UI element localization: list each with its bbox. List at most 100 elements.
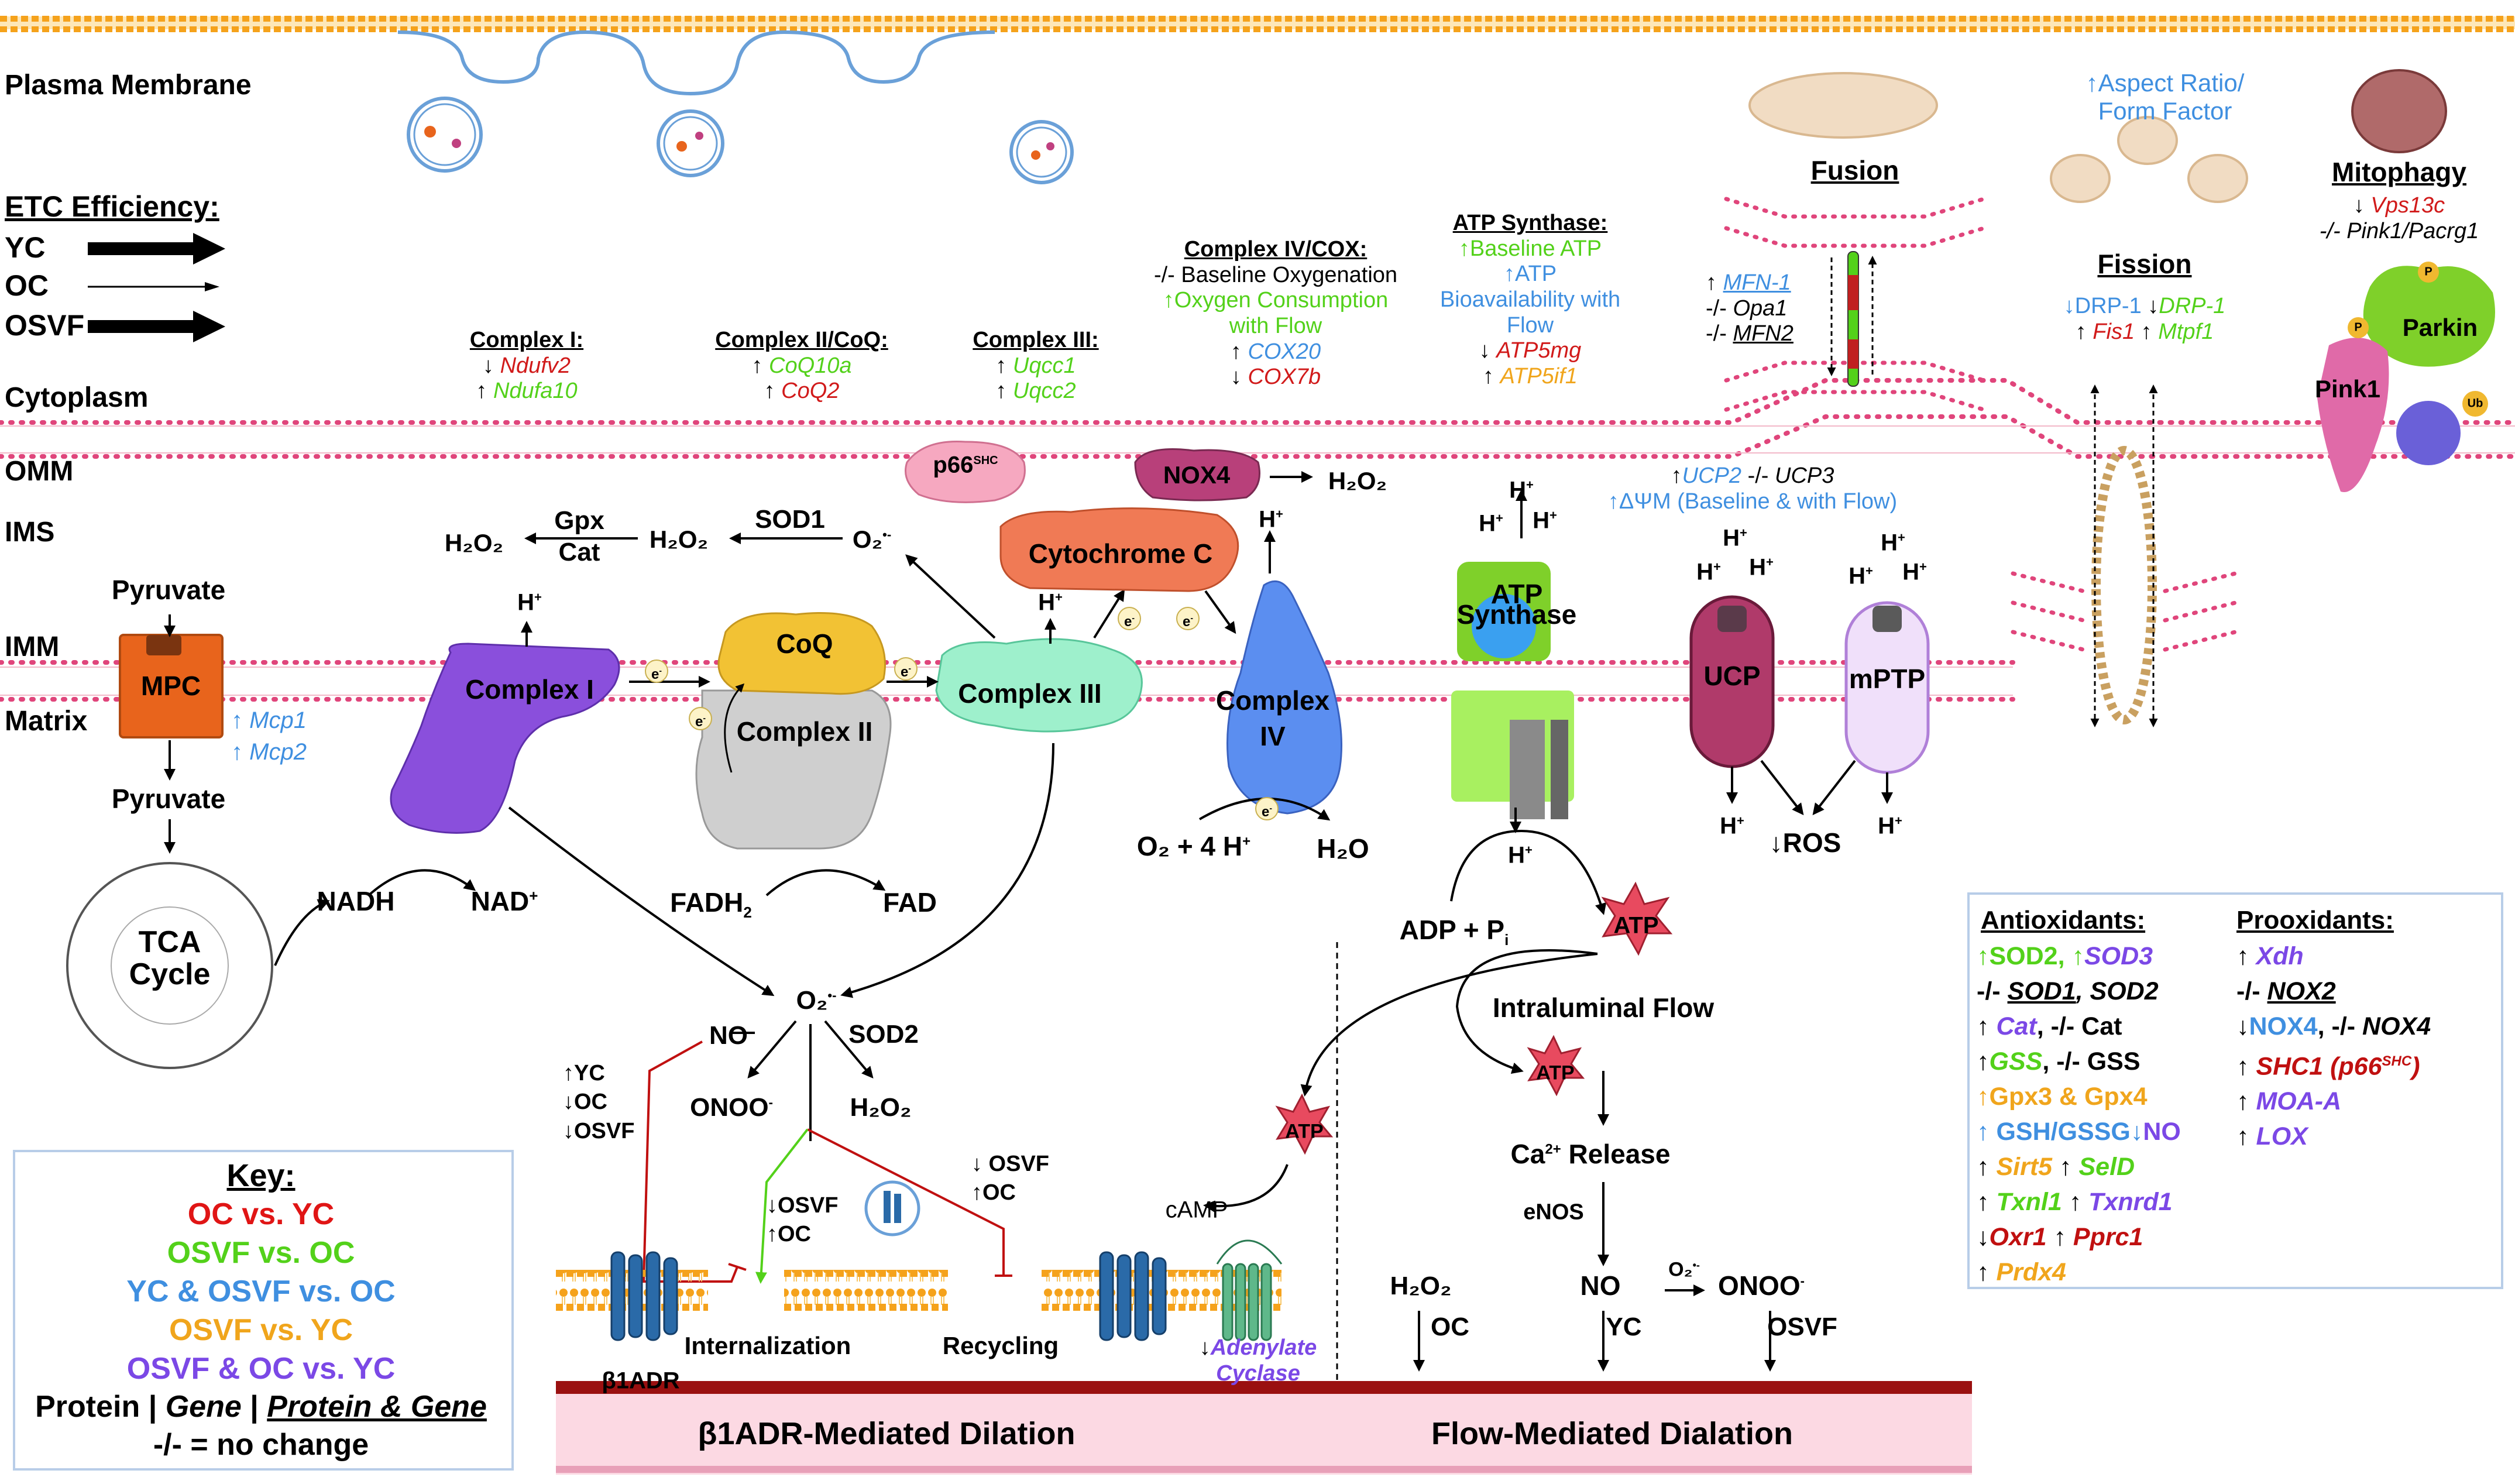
antiox-row-6: ↑ GSH/GSSG↓NO	[1977, 1118, 2181, 1146]
tca-cycle-diagram	[66, 862, 330, 1069]
ros-label: ↓ROS	[1769, 827, 1841, 858]
hplus-complex-iii: H+	[1038, 589, 1063, 616]
cytochrome-c-label: Cytochrome C	[1028, 538, 1213, 569]
etc-osvf-label: OSVF	[5, 309, 85, 342]
complex-iii-annotation-title: Complex III:	[973, 328, 1099, 352]
no-flow-label: NO	[1580, 1270, 1621, 1301]
prooxidants-list: ↑ Xdh -/- NOX2 ↓NOX4, -/- NOX4 ↑ SHC1 (p…	[2236, 939, 2431, 1154]
right-osvf-label: ↓ OSVF	[971, 1152, 1050, 1176]
dilation-band	[556, 1381, 1972, 1475]
antiox-row-7: ↑ Sirt5 ↑ SelD	[1977, 1153, 2135, 1181]
antiox-row-3: ↑ Cat, -/- Cat	[1977, 1012, 2122, 1040]
hplus-mptp-2: H+	[1849, 563, 1873, 589]
ucp-label: UCP	[1703, 661, 1761, 691]
fission-title: Fission	[2097, 249, 2192, 279]
complex-iv-annotation: Complex IV/COX: -/- Baseline Oxygenation…	[1154, 237, 1397, 390]
key-item: OSVF & OC vs. YC	[126, 1352, 396, 1386]
atp-synthase-line-4: Flow	[1506, 312, 1554, 338]
flow-yc-label: YC	[1606, 1313, 1642, 1341]
hplus-ucp-1: H+	[1723, 525, 1747, 551]
water-label: H₂O	[1317, 833, 1369, 864]
peroxynitrite-label: ONOO-	[690, 1093, 773, 1122]
electron-3: e-	[689, 707, 712, 730]
fission-ring	[2090, 384, 2158, 727]
fusion-gene-1: ↑ MFN-1	[1706, 270, 1791, 295]
h2o2-flow-label: H₂O₂	[1390, 1272, 1452, 1300]
coq-cycle-arrow	[724, 683, 745, 773]
electron-2: e-	[894, 657, 918, 681]
mcp2-label: ↑ Mcp2	[231, 739, 307, 765]
key-item: OC vs. YC	[187, 1197, 335, 1231]
mitophagy-proteins	[2317, 262, 2495, 492]
antioxidants-list: ↑SOD2, ↑SOD3 -/- SOD1, SOD2 ↑ Cat, -/- C…	[1977, 939, 2181, 1290]
peroxynitrite-flow-label: ONOO-	[1718, 1270, 1805, 1301]
complex-iii-gene-1: ↑ Uqcc1	[995, 353, 1076, 378]
outer-mitochondrial-membrane	[0, 378, 2515, 459]
adp-label: ADP + Pi	[1399, 914, 1509, 949]
mitochondria-icons	[1748, 69, 2447, 203]
fission-genes-2: ↑ Fis1 ↑ Mtpf1	[2075, 319, 2214, 344]
h2o2-signal: H₂O₂	[850, 1093, 912, 1122]
atp-stars	[1275, 881, 1673, 1155]
enos-label: eNOS	[1523, 1200, 1584, 1225]
complex-ii-shape	[695, 689, 892, 850]
hplus-atps-3: H+	[1533, 507, 1557, 534]
atp-synthase-gene-2: ↑ ATP5if1	[1483, 364, 1578, 389]
ucp-shape	[1689, 595, 1804, 816]
antiox-row-1: ↑SOD2, ↑SOD3	[1977, 942, 2153, 970]
fadh2-label: FADH2	[670, 887, 752, 922]
atp-star-label-3: ATP	[1285, 1120, 1324, 1143]
mid-oc-label: ↑OC	[767, 1222, 811, 1247]
no-osvf-label: ↓OSVF	[563, 1118, 635, 1143]
complex-i-shape	[390, 643, 620, 834]
h2o2-left: H₂O₂	[444, 529, 504, 556]
redox-box	[1967, 892, 2503, 1289]
proox-row-4: ↑ SHC1 (p66SHC)	[2236, 1052, 2420, 1081]
atp-synthase-gene-1: ↓ ATP5mg	[1479, 338, 1582, 363]
label-plasma-membrane: Plasma Membrane	[5, 70, 252, 101]
camp-label: cAMP	[1165, 1197, 1228, 1223]
complex-iv-gene-1: ↑ COX20	[1230, 339, 1321, 364]
mpc-transporter	[119, 614, 224, 854]
complex-iii-annotation: Complex III: ↑ Uqcc1 ↑ Uqcc2	[973, 328, 1098, 404]
b1adr-receptors	[610, 1251, 1167, 1341]
atp-synthase-label-1: ATP	[1490, 579, 1543, 609]
mpc-label: MPC	[140, 671, 201, 701]
electron-5: e-	[1176, 607, 1200, 630]
antiox-row-4: ↑GSS, -/- GSS	[1977, 1047, 2141, 1076]
nadh-label: NADH	[317, 886, 395, 916]
atp-synthase-line-1: ↑Baseline ATP	[1458, 236, 1602, 261]
no-yc-label: ↑YC	[563, 1061, 605, 1085]
pink1-label: Pink1	[2314, 375, 2381, 403]
flow-dilation-title: Flow-Mediated Dialation	[1431, 1416, 1794, 1451]
atp-synthase-annotation: ATP Synthase: ↑Baseline ATP ↑ATP Bioavai…	[1440, 211, 1620, 390]
proox-row-2: -/- NOX2	[2236, 977, 2336, 1005]
mptp-label: mPTP	[1849, 664, 1926, 694]
mitophagy-gene-2: -/- Pink1/Pacrg1	[2319, 218, 2479, 243]
hplus-mptp-matrix: H+	[1878, 813, 1902, 839]
fission-genes-1: ↓DRP-1 ↓DRP-1	[2063, 294, 2226, 318]
phospho-label-1: P	[2354, 321, 2362, 334]
mid-osvf-label: ↓OSVF	[767, 1193, 839, 1218]
cytc-to-complex-iv	[1204, 590, 1236, 634]
h2o2-middle: H₂O₂	[649, 525, 709, 553]
coq-label: CoQ	[776, 628, 833, 659]
complex-ii-label: Complex II	[736, 716, 873, 747]
pyruvate-bottom: Pyruvate	[111, 784, 226, 814]
key-title: Key:	[226, 1158, 296, 1193]
ucp-annotation-line-1: ↑UCP2 -/- UCP3	[1671, 463, 1834, 488]
complex-i-gene-2: ↑ Ndufa10	[476, 379, 578, 404]
hplus-ucp-2: H+	[1696, 559, 1721, 585]
atp-star-label-2: ATP	[1536, 1062, 1575, 1084]
label-cytoplasm: Cytoplasm	[5, 382, 149, 413]
p66-shape	[905, 440, 1026, 503]
fusion-gene-3: -/- MFN2	[1706, 321, 1794, 346]
calcium-release-label: Ca2+ Release	[1510, 1139, 1671, 1169]
ros-pathway-arrows	[508, 743, 1054, 1141]
no-oc-label: ↓OC	[563, 1090, 607, 1115]
atp-star-label-1: ATP	[1613, 912, 1659, 939]
flow-pathway-arrows	[1203, 949, 1776, 1372]
electron-6: e-	[1255, 797, 1279, 820]
